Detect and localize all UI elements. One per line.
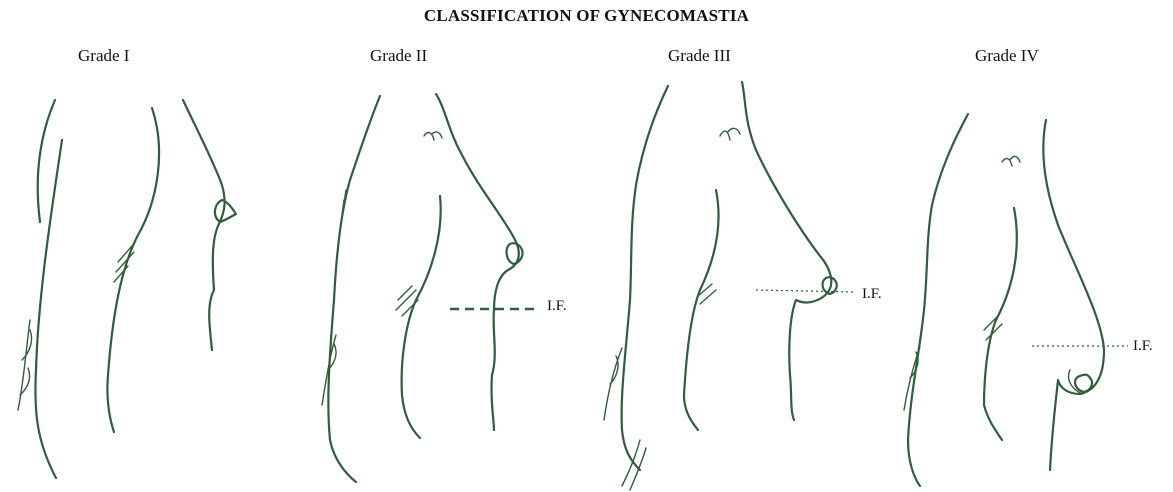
grade-3-arm (684, 190, 719, 430)
grade-2-back (328, 96, 380, 482)
grade-3-mark (720, 128, 740, 140)
grade-1-chest (183, 100, 225, 350)
grade-4-if-label: I.F. (1133, 338, 1153, 355)
grade-3-back (622, 86, 668, 470)
grade-4-chest (1043, 120, 1104, 470)
grade-3-if-line (756, 290, 856, 292)
grade-2-chest (436, 94, 519, 430)
grade-1-arm (107, 108, 159, 432)
grade-3-if-label: I.F. (862, 286, 882, 303)
grade-3-figure (604, 82, 856, 490)
grade-4-arm (984, 208, 1017, 440)
grade-2-figure (322, 94, 540, 482)
grade-4-mark (1002, 156, 1020, 166)
grade-2-nipple (507, 243, 523, 264)
grade-2-back-hatch (338, 190, 346, 245)
grade-2-arm (402, 196, 441, 438)
grade-2-if-label: I.F. (547, 298, 567, 315)
grade-3-signature (604, 348, 622, 420)
grade-1-figure (18, 100, 236, 478)
grade-3-chest (742, 82, 831, 420)
grade-1-signature (18, 320, 32, 410)
grade-4-figure (904, 114, 1128, 486)
grade-4-nipple (1075, 375, 1092, 392)
grade-2-mark (424, 132, 442, 140)
grade-4-back (908, 114, 968, 486)
grade-1-back-lower (35, 140, 62, 478)
